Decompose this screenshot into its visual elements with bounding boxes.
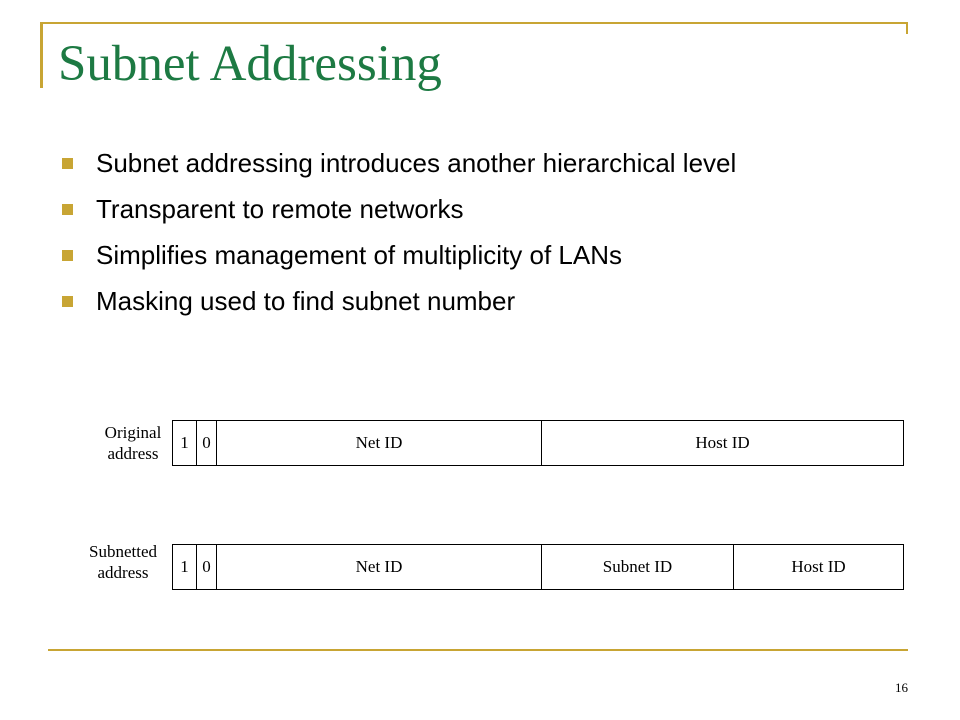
original-label-line2: address xyxy=(107,444,159,463)
slide-title: Subnet Addressing xyxy=(58,36,442,92)
bullet-text: Subnet addressing introduces another hie… xyxy=(96,148,737,178)
field-subnet-id: Subnet ID xyxy=(542,545,734,589)
frame-top-line xyxy=(40,22,908,24)
frame-bottom-line xyxy=(48,649,908,651)
field-bit-1: 1 xyxy=(173,545,197,589)
bullet-square-icon xyxy=(62,158,73,169)
field-net-id: Net ID xyxy=(217,421,542,465)
bullet-item: Masking used to find subnet number xyxy=(62,284,882,318)
bullet-square-icon xyxy=(62,204,73,215)
field-bit-1: 1 xyxy=(173,421,197,465)
subnetted-address-label: Subnetted address xyxy=(48,541,198,583)
bullet-square-icon xyxy=(62,250,73,261)
page-number: 16 xyxy=(895,680,908,695)
field-bit-0: 0 xyxy=(197,545,217,589)
subnetted-address-box: 1 0 Net ID Subnet ID Host ID xyxy=(172,544,904,590)
field-host-id: Host ID xyxy=(791,557,846,576)
original-address-label: Original address xyxy=(58,422,208,464)
original-address-box: 1 0 Net ID Host ID xyxy=(172,420,904,466)
bullet-text: Simplifies management of multiplicity of… xyxy=(96,240,622,270)
subnetted-label-line2: address xyxy=(97,563,149,582)
frame-left-line xyxy=(40,22,43,88)
field-host-id: Host ID xyxy=(695,433,750,452)
field-bit-0: 0 xyxy=(197,421,217,465)
frame-right-tick xyxy=(906,22,908,34)
field-net-id: Net ID xyxy=(217,545,542,589)
bullet-item: Subnet addressing introduces another hie… xyxy=(62,146,882,180)
bullet-text: Transparent to remote networks xyxy=(96,194,464,224)
bullet-item: Transparent to remote networks xyxy=(62,192,882,226)
original-label-line1: Original xyxy=(104,423,162,442)
bullet-item: Simplifies management of multiplicity of… xyxy=(62,238,882,272)
bullet-list: Subnet addressing introduces another hie… xyxy=(62,146,882,330)
bullet-text: Masking used to find subnet number xyxy=(96,286,516,316)
subnetted-label-line1: Subnetted xyxy=(89,542,157,561)
bullet-square-icon xyxy=(62,296,73,307)
